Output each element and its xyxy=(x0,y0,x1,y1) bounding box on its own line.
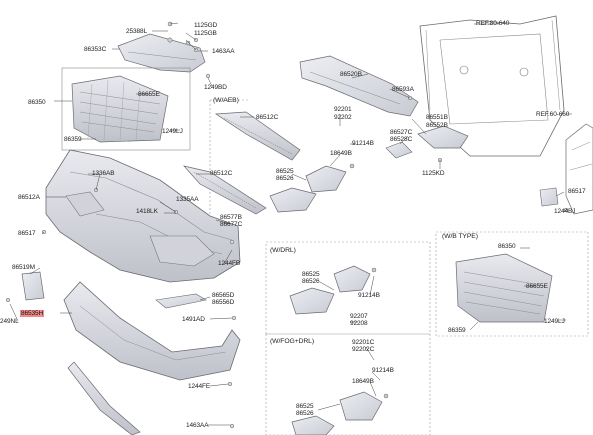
label-86512a: 86512A xyxy=(18,194,40,201)
drl-cover-small xyxy=(385,141,413,159)
label-86525-a: 86525 xyxy=(276,168,294,175)
label-92202c: 92202C xyxy=(352,346,375,353)
label-1336ab: 1336AB xyxy=(92,170,115,177)
wfogdrl-variant-box xyxy=(265,333,431,435)
label-1125gb: 1125GB xyxy=(194,30,217,37)
label-wdrl: (W/DRL) xyxy=(270,247,296,254)
label-86517-right: 86517 xyxy=(568,188,586,195)
front-bumper-beam xyxy=(299,55,419,117)
front-bumper-cover xyxy=(45,149,241,283)
label-wbtype: (W/B TYPE) xyxy=(442,233,478,240)
label-86512c-a: 86512C xyxy=(256,114,279,121)
label-91214b-a: 91214B xyxy=(352,140,374,147)
label-91214b-c: 91214B xyxy=(372,367,394,374)
label-86350: 86350 xyxy=(28,99,46,106)
lower-side-garnish xyxy=(155,293,207,309)
label-92201: 92201 xyxy=(334,106,352,113)
label-86353c: 86353C xyxy=(84,46,107,53)
label-1125kd: 1125KD xyxy=(422,170,445,177)
bumper-skid-strip xyxy=(67,361,141,435)
label-86350-b: 86350 xyxy=(498,243,516,250)
label-86556d: 86556D xyxy=(212,299,235,306)
label-86577b: 86577B xyxy=(220,214,242,221)
wbtype-variant-box xyxy=(435,231,589,337)
label-86517-left: 86517 xyxy=(18,230,36,237)
label-86526-c: 86526 xyxy=(296,410,314,417)
bumper-side-bracket xyxy=(417,125,469,149)
label-86565d: 86565D xyxy=(212,292,235,299)
label-waeb: (W/AEB) xyxy=(213,97,239,104)
label-86593a: 86593A xyxy=(392,86,414,93)
label-ref-80-640: REF.80-640 xyxy=(476,20,510,27)
label-92208: 92208 xyxy=(350,320,368,327)
leader-lines xyxy=(9,22,572,426)
label-86551b: 86551B xyxy=(426,114,448,121)
radiator-grille-left xyxy=(61,67,191,151)
label-86520b: 86520B xyxy=(340,71,362,78)
label-92207: 92207 xyxy=(350,313,368,320)
label-86655e-b: 86655E xyxy=(526,283,548,290)
grille-upper-bracket xyxy=(117,33,206,73)
label-1249lj: 1249LJ xyxy=(162,128,183,135)
label-1244fe: 1244FE xyxy=(188,383,211,390)
drl-lamp-assembly xyxy=(269,163,355,213)
wdrl-variant-box xyxy=(265,241,431,335)
label-1249bd: 1249BD xyxy=(204,84,227,91)
label-92202: 92202 xyxy=(334,114,352,121)
label-1463aa-bottom: 1463AA xyxy=(186,422,209,429)
label-25388l: 25388L xyxy=(126,28,148,35)
label-1463aa-top: 1463AA xyxy=(212,48,235,55)
label-ref-60-660: REF.60-660 xyxy=(536,111,570,118)
label-91214b-b: 91214B xyxy=(358,292,380,299)
label-86527c: 86527C xyxy=(390,129,413,136)
label-1125gd: 1125GD xyxy=(194,22,218,29)
label-86528c: 86528C xyxy=(390,136,413,143)
license-plate-bracket xyxy=(21,271,45,301)
front-fender-ref xyxy=(565,123,593,215)
label-86359-b: 86359 xyxy=(448,327,466,334)
label-1335aa: 1335AA xyxy=(176,196,199,203)
label-1249lj-b: 1249LJ xyxy=(544,318,565,325)
side-bracket-86517 xyxy=(539,187,559,207)
lower-grille-strip xyxy=(183,165,267,215)
label-86535h-highlighted: 86535H xyxy=(20,310,45,317)
label-249nl: 249NL xyxy=(0,318,19,325)
label-86525-b: 86525 xyxy=(302,271,320,278)
label-1491ad: 1491AD xyxy=(182,316,205,323)
label-86526-b: 86526 xyxy=(302,278,320,285)
bumper-lower-lip xyxy=(63,281,241,381)
label-18649b-b: 18649B xyxy=(352,378,374,385)
label-wfogdrl: (W/FOG+DRL) xyxy=(270,338,315,345)
label-86512c-b: 86512C xyxy=(210,170,233,177)
label-86526-a: 86526 xyxy=(276,175,294,182)
label-86525-c: 86525 xyxy=(296,403,314,410)
label-1418lk: 1418LK xyxy=(136,208,158,215)
label-92201c: 92201C xyxy=(352,339,375,346)
label-18649b: 18649B xyxy=(330,150,352,157)
label-86552b: 86552B xyxy=(426,122,448,129)
label-86677c: 86677C xyxy=(220,221,243,228)
label-86519m: 86519M xyxy=(12,264,35,271)
label-1244bj: 1244BJ xyxy=(554,208,576,215)
label-1244fb: 1244FB xyxy=(218,260,241,267)
label-86359: 86359 xyxy=(64,136,82,143)
label-86655e: 86655E xyxy=(138,91,160,98)
